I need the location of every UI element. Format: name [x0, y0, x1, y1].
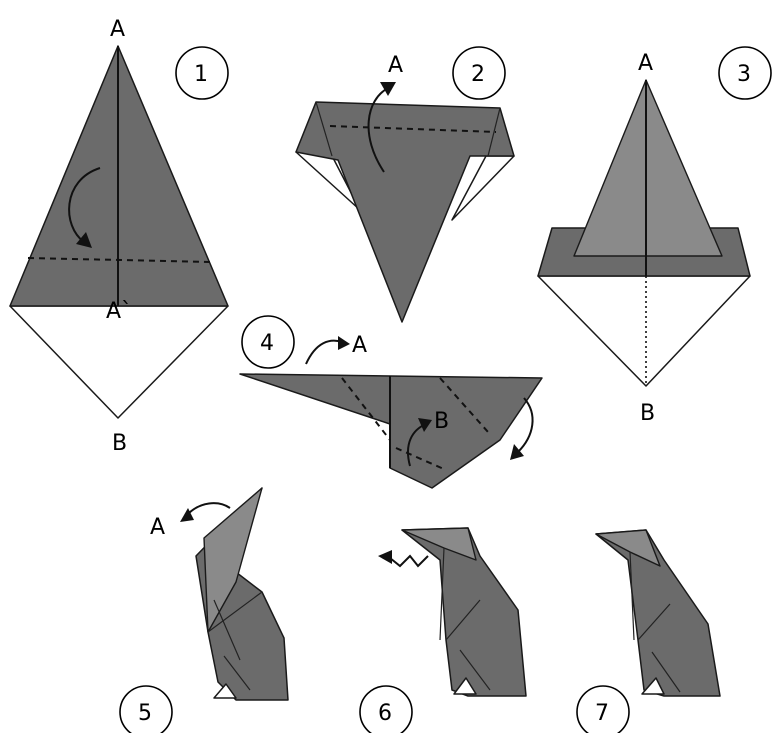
step-6-number-circle — [359, 685, 413, 733]
step-6: 6 — [359, 527, 527, 733]
step-5-arrow — [187, 502, 231, 515]
step-6-head-fold — [401, 527, 477, 561]
step-2-label-a: A — [388, 53, 403, 78]
step-2-gray-body — [295, 101, 515, 323]
step-4-arrow-a — [305, 339, 343, 365]
step-6-arrowhead — [378, 550, 392, 564]
step-3-white-bottom — [537, 275, 751, 387]
step-5-number: 5 — [138, 701, 152, 726]
step-2-fold-line — [329, 125, 497, 133]
step-6-squiggle-arrow — [389, 554, 429, 568]
step-2-fold-arrow — [367, 87, 389, 173]
step-6-number: 6 — [378, 701, 392, 726]
step-2-number: 2 — [471, 62, 485, 87]
step-4-arrowhead-c — [510, 444, 524, 460]
step-3-label-a: A — [638, 51, 653, 76]
step-7-crease-3 — [651, 651, 681, 693]
step-4-arrowhead-b — [418, 418, 432, 432]
step-6-crease-2 — [445, 599, 481, 641]
step-4-arrow-c — [517, 397, 534, 453]
step-5: A 5 — [119, 487, 289, 733]
step-1-number: 1 — [194, 62, 208, 87]
step-7-crease-2 — [637, 603, 671, 641]
step-1-label-a: A — [110, 17, 125, 42]
step-7-head-fold — [595, 529, 661, 567]
step-5-crease-3 — [213, 599, 241, 661]
step-6-foot — [453, 677, 477, 695]
step-5-crease-2 — [223, 655, 251, 691]
step-2: A 2 — [295, 46, 515, 323]
step-1-fold-line — [27, 257, 213, 263]
step-2-right-crease — [487, 107, 501, 157]
step-4-label-b: B — [434, 409, 449, 434]
step-3: A B 3 — [537, 46, 772, 426]
step-5-number-circle — [119, 685, 173, 733]
step-6-crease-1 — [439, 547, 445, 641]
step-1-label-a-prime: A` — [106, 299, 132, 324]
step-7-number: 7 — [595, 701, 609, 726]
step-7-foot — [641, 677, 665, 695]
step-3-number: 3 — [737, 62, 751, 87]
step-3-label-b: B — [640, 401, 655, 426]
step-7-number-circle — [576, 685, 630, 733]
step-5-crease-1 — [207, 591, 263, 633]
step-1-number-circle — [175, 46, 229, 100]
step-4-fold-line-1 — [341, 377, 391, 441]
step-4-fold-line-3 — [395, 447, 447, 471]
step-4-label-a: A — [352, 333, 367, 358]
step-6-crease-3 — [459, 649, 491, 691]
step-5-foot — [213, 683, 237, 699]
step-7-crease-1 — [629, 551, 635, 641]
step-1: A A` B 1 — [9, 17, 229, 456]
step-3-number-circle — [718, 46, 772, 100]
step-4-number: 4 — [260, 331, 274, 356]
step-6-penguin-body — [401, 527, 527, 697]
step-7-penguin-body — [595, 529, 721, 697]
step-4-number-circle — [241, 315, 295, 369]
step-3-gray-hat — [573, 79, 723, 257]
step-1-arrowhead — [76, 232, 92, 248]
step-4-arrowhead-a — [338, 336, 350, 350]
step-5-arrowhead — [180, 508, 194, 522]
step-2-arrowhead — [380, 82, 396, 96]
step-2-number-circle — [452, 46, 506, 100]
step-1-fold-arrow — [68, 167, 101, 243]
step-1-label-b: B — [112, 431, 127, 456]
step-7: 7 — [576, 529, 721, 733]
step-4: A B 4 — [239, 315, 543, 489]
step-4-fold-line-2 — [439, 377, 489, 433]
step-2-left-crease — [315, 101, 333, 157]
step-5-label-a: A — [150, 515, 165, 540]
